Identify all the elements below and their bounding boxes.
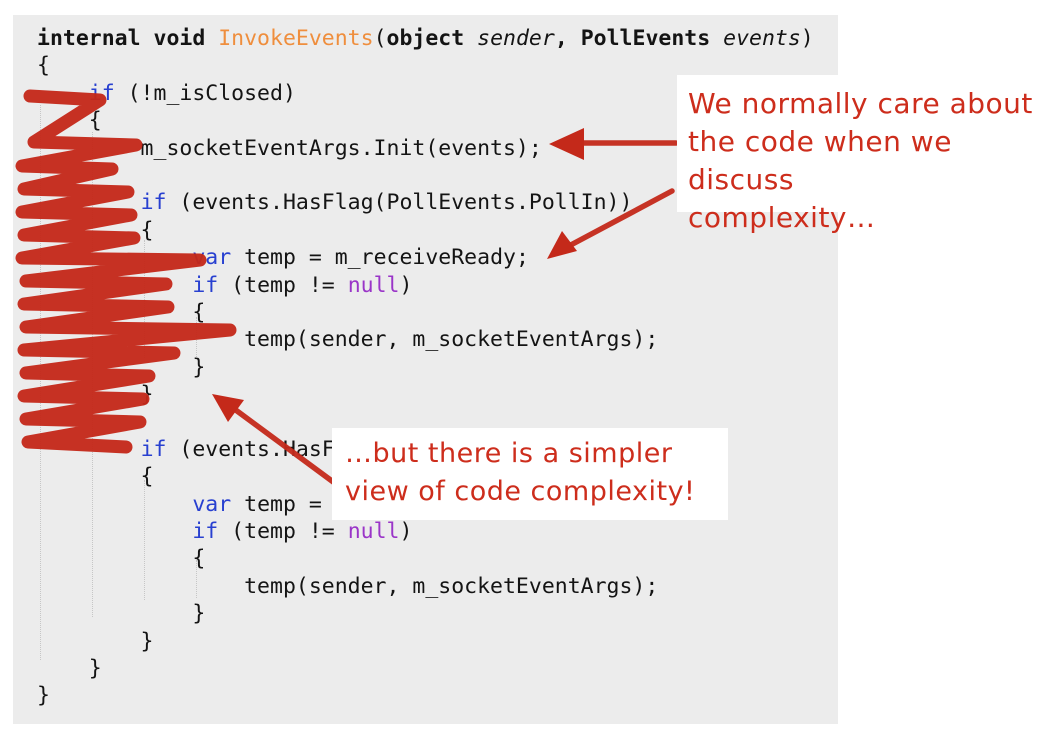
code-line: if (temp != null) — [192, 272, 413, 298]
code-line: } — [37, 382, 154, 408]
code-line: { — [37, 53, 50, 79]
note-line: complexity… — [688, 201, 876, 234]
code-line: if (temp != null) — [192, 519, 413, 545]
code-line: } — [37, 628, 154, 654]
code-line: var temp = m_receiveReady; — [192, 245, 529, 271]
note-line: We normally care about — [688, 87, 1033, 120]
note-line: the code when we discuss — [688, 125, 952, 196]
code-line: internal void InvokeEvents(object sender… — [37, 26, 814, 51]
code-line: { — [37, 464, 154, 490]
code-line: } — [37, 683, 50, 709]
code-line: } — [37, 655, 102, 681]
code-line: } — [37, 601, 206, 627]
annotation-note-bottom: …but there is a simpler view of code com… — [332, 428, 728, 520]
code-line: var temp = — [192, 491, 335, 517]
annotation-note-top: We normally care about the code when we … — [677, 75, 1060, 234]
code-block: internal void InvokeEvents(object sender… — [37, 25, 838, 710]
code-line: } — [37, 354, 206, 380]
indent-guide — [196, 560, 197, 598]
note-line: view of code complexity! — [345, 476, 696, 507]
code-line: temp(sender, m_socketEventArgs); — [37, 327, 659, 353]
code-line: { — [37, 299, 206, 325]
note-line: …but there is a simpler — [345, 438, 673, 469]
code-line: temp(sender, m_socketEventArgs); — [37, 573, 659, 599]
code-line: { — [37, 546, 206, 572]
indent-guide — [144, 480, 145, 600]
